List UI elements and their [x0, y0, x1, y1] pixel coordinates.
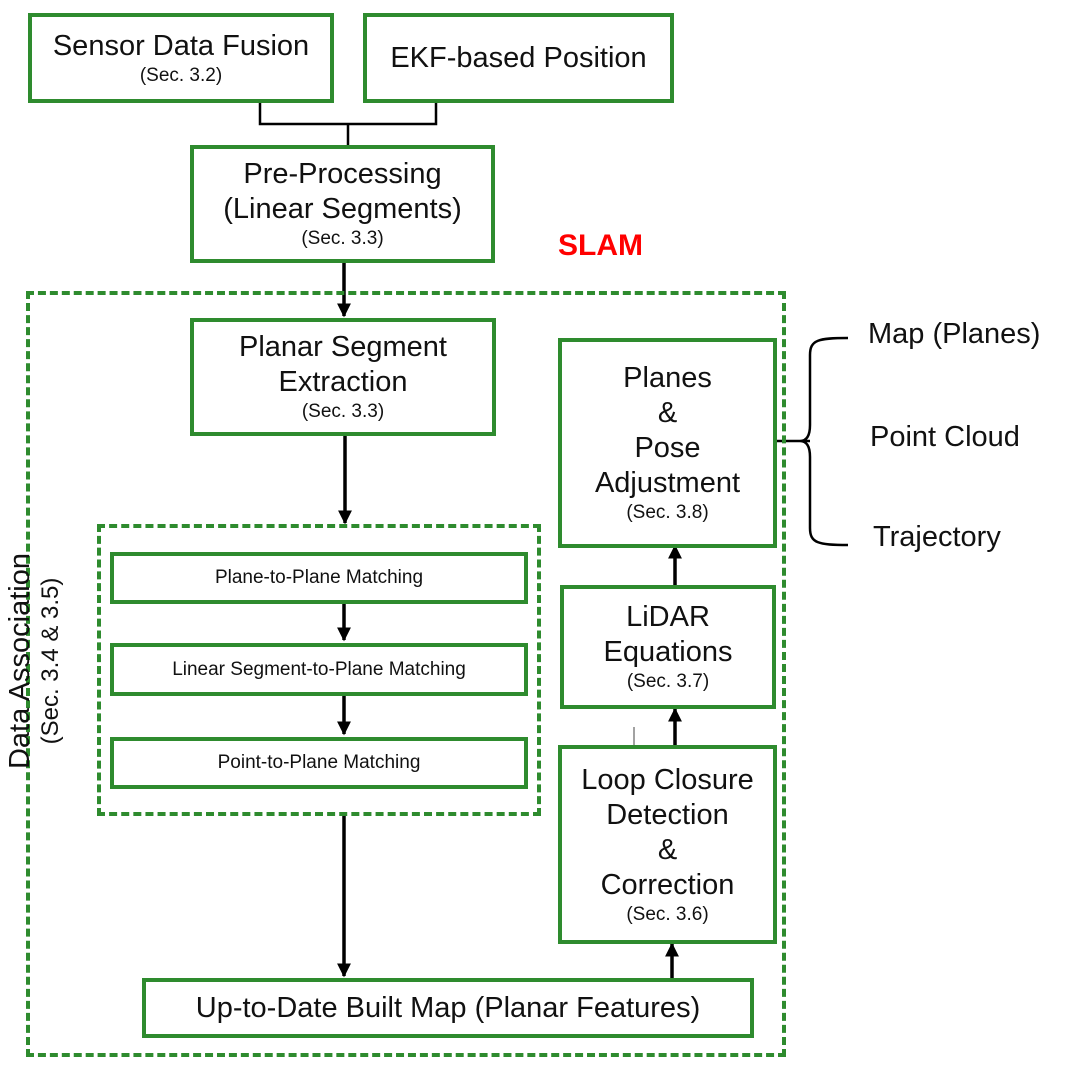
box-section: (Sec. 3.8) [626, 502, 709, 523]
box-line: Pose [634, 432, 701, 464]
ekf-position-box: EKF-based Position [363, 13, 674, 103]
data-association-label: Data Association (Sec. 3.4 & 3.5) [3, 541, 73, 781]
box-title: Point-to-Plane Matching [217, 752, 421, 773]
output-point-cloud: Point Cloud [870, 421, 1020, 453]
box-line: & [657, 397, 678, 429]
box-section: (Sec. 3.7) [626, 671, 710, 692]
output-trajectory: Trajectory [873, 521, 1001, 553]
box-title-line1: Pre-Processing [243, 158, 442, 190]
merge-bracket [258, 103, 438, 146]
box-title-line1: Planar Segment [239, 331, 447, 363]
box-title: EKF-based Position [390, 41, 647, 74]
box-title: Plane-to-Plane Matching [214, 567, 424, 588]
box-line: LiDAR [626, 601, 710, 633]
pose-adjustment-box: Planes & Pose Adjustment (Sec. 3.8) [558, 338, 777, 548]
segment-to-plane-matching-box: Linear Segment-to-Plane Matching [110, 643, 528, 696]
slam-region [26, 291, 786, 1057]
box-title: Linear Segment-to-Plane Matching [172, 658, 466, 680]
box-line: Loop Closure [581, 763, 754, 796]
sensor-data-fusion-box: Sensor Data Fusion (Sec. 3.2) [28, 13, 334, 103]
box-title-line2: Extraction [278, 366, 408, 398]
box-line: Detection [606, 798, 729, 831]
box-section: (Sec. 3.3) [301, 228, 384, 249]
box-title: Up-to-Date Built Map (Planar Features) [195, 991, 701, 1024]
data-association-region [97, 524, 541, 816]
box-line: & [657, 833, 678, 866]
box-title: Sensor Data Fusion [52, 29, 310, 62]
loop-closure-box: Loop Closure Detection & Correction (Sec… [558, 745, 777, 944]
lidar-equations-box: LiDAR Equations (Sec. 3.7) [560, 585, 776, 709]
plane-to-plane-matching-box: Plane-to-Plane Matching [110, 552, 528, 604]
box-line: Adjustment [594, 467, 741, 499]
box-section: (Sec. 3.6) [626, 903, 709, 925]
point-to-plane-matching-box: Point-to-Plane Matching [110, 737, 528, 789]
box-section: (Sec. 3.2) [139, 64, 223, 86]
output-map-planes: Map (Planes) [868, 318, 1041, 350]
slam-label: SLAM [558, 229, 643, 262]
box-title-line2: (Linear Segments) [223, 193, 462, 225]
built-map-box: Up-to-Date Built Map (Planar Features) [142, 978, 754, 1038]
preprocessing-box: Pre-Processing (Linear Segments) (Sec. 3… [190, 145, 495, 263]
data-association-section: (Sec. 3.4 & 3.5) [37, 577, 64, 745]
box-section: (Sec. 3.3) [301, 401, 385, 422]
box-line: Planes [623, 362, 712, 394]
box-line: Equations [603, 636, 733, 668]
box-line: Correction [600, 868, 735, 901]
data-association-title: Data Association [4, 553, 36, 770]
output-brace [776, 336, 849, 547]
planar-segment-extraction-box: Planar Segment Extraction (Sec. 3.3) [190, 318, 496, 436]
